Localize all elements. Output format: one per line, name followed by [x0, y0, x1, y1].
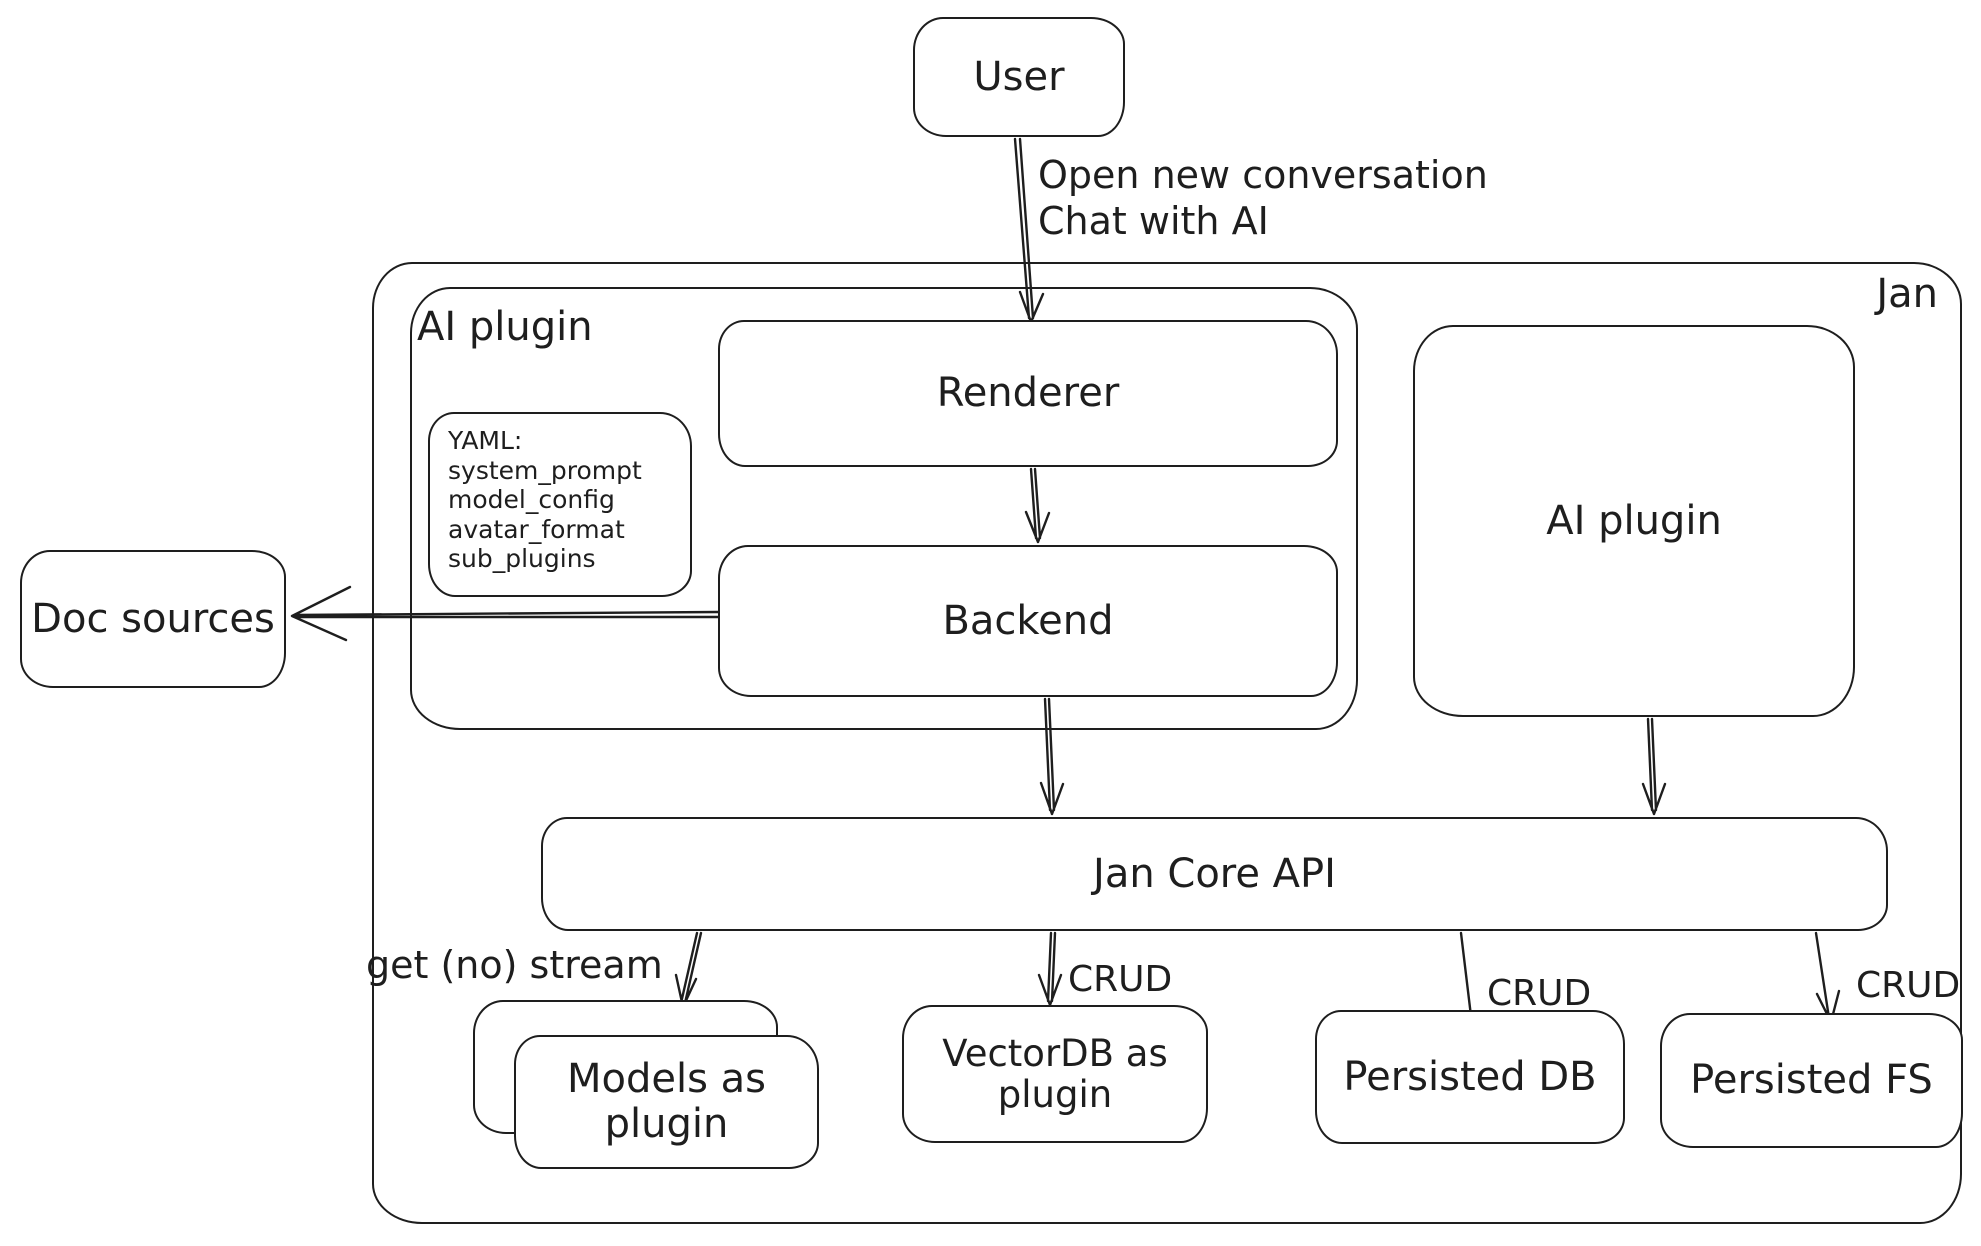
arrow-ai-plugin-to-jan-core-api	[1641, 717, 1667, 816]
yaml-note-line: model_config	[448, 485, 615, 514]
jan-container-label: Jan	[1876, 271, 1938, 317]
node-doc-sources: Doc sources	[20, 550, 286, 688]
arrow-user-to-renderer	[1013, 137, 1045, 324]
node-jan-core-api: Jan Core API	[541, 817, 1888, 931]
ai-plugin-container-label: AI plugin	[417, 304, 593, 350]
arrow-api-to-models	[674, 931, 703, 1009]
node-user: User	[913, 17, 1125, 137]
edge-label-get-no-stream: get (no) stream	[366, 943, 663, 987]
node-persisted-db: Persisted DB	[1315, 1010, 1625, 1144]
edge-label-open-new-conversation: Open new conversation Chat with AI	[1038, 153, 1488, 244]
node-persisted-db-label: Persisted DB	[1343, 1053, 1597, 1100]
node-renderer-label: Renderer	[936, 370, 1120, 417]
node-jan-core-api-label: Jan Core API	[1093, 850, 1336, 897]
node-models-as-plugin-label: Models as plugin	[566, 1056, 766, 1147]
node-ai-plugin-label: AI plugin	[1546, 497, 1722, 544]
edge-label-crud-vectordb: CRUD	[1068, 959, 1173, 1000]
node-vectordb-as-plugin: VectorDB as plugin	[902, 1005, 1208, 1143]
node-ai-plugin: AI plugin	[1413, 325, 1855, 717]
node-persisted-fs: Persisted FS	[1660, 1013, 1963, 1148]
node-doc-sources-label: Doc sources	[31, 595, 275, 642]
node-user-label: User	[973, 53, 1065, 100]
node-backend: Backend	[718, 545, 1338, 697]
edge-label-crud-persisted-db: CRUD	[1487, 973, 1592, 1014]
node-persisted-fs-label: Persisted FS	[1690, 1057, 1933, 1104]
yaml-note: YAML: system_prompt model_config avatar_…	[428, 412, 692, 597]
node-backend-label: Backend	[942, 597, 1114, 644]
node-models-as-plugin: Models as plugin	[514, 1035, 819, 1169]
node-renderer: Renderer	[718, 320, 1338, 467]
arrow-backend-to-doc-sources	[290, 585, 720, 642]
yaml-note-line: YAML:	[448, 426, 523, 455]
arrow-api-to-vectordb	[1037, 931, 1063, 1007]
edge-label-crud-persisted-fs: CRUD	[1856, 965, 1961, 1006]
arrow-backend-to-jan-core-api	[1039, 697, 1065, 816]
yaml-note-line: avatar_format	[448, 514, 625, 544]
node-vectordb-as-plugin-label: VectorDB as plugin	[942, 1031, 1168, 1116]
yaml-note-line: system_prompt	[448, 455, 642, 485]
arrow-renderer-to-backend	[1024, 467, 1051, 544]
ai-plugin-container: AI plugin	[410, 287, 1358, 730]
yaml-note-line: sub_plugins	[448, 544, 596, 573]
jan-container: Jan	[372, 262, 1962, 1224]
yaml-note-text: YAML: system_prompt model_config avatar_…	[448, 426, 642, 574]
